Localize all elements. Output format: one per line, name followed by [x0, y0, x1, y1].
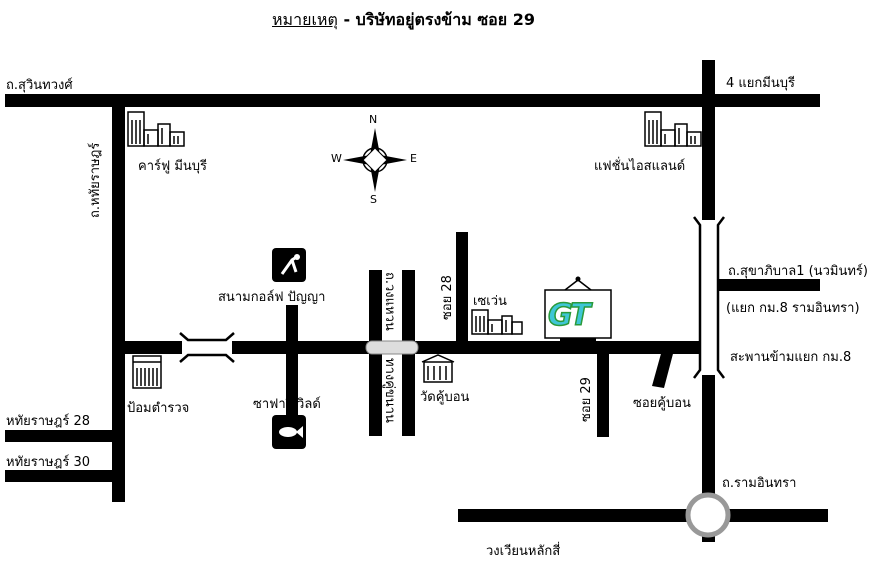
compass-s: S — [370, 193, 377, 206]
safari-fish-icon — [272, 415, 306, 449]
golf-icon — [272, 248, 306, 282]
road-soi-khubon — [652, 350, 674, 388]
label-lak-si-circle: วงเวียนหลักสี่ — [486, 544, 561, 559]
road-soi-28 — [456, 232, 468, 347]
label-soi-29: ซอย 29 — [579, 377, 594, 422]
label-ramintra: ถ.รามอินทรา — [722, 476, 797, 491]
bridge-icon — [179, 332, 235, 363]
label-km8-bridge: สะพานข้ามแยก กม.8 — [730, 350, 852, 365]
label-carrefour: คาร์ฟู มีนบุรี — [138, 159, 208, 174]
label-hathairat-30: หทัยราษฎร์ 30 — [6, 455, 90, 470]
road-hathairat-28 — [5, 430, 118, 442]
label-safari: ซาฟารีเวิลด์ — [253, 397, 321, 412]
overpass-icon — [365, 340, 419, 355]
label-fashion-island: แฟชั่นไอสแลนด์ — [594, 159, 686, 174]
label-wat-khubon: วัดคู้บอน — [420, 390, 470, 405]
company-logo: GT — [547, 297, 591, 334]
police-box-icon — [132, 355, 162, 389]
label-km8-junction: (แยก กม.8 รามอินทรา) — [726, 301, 860, 316]
label-soi-28: ซอย 28 — [440, 275, 455, 320]
label-seven: เซเว่น — [473, 294, 507, 309]
label-hathairat-28: หทัยราษฎร์ 28 — [6, 414, 90, 429]
label-sukhaphiban1: ถ.สุขาภิบาล1 (นวมินทร์) — [728, 264, 868, 279]
fashion-island-building-icon — [644, 111, 702, 147]
label-golf: สนามกอล์ฟ ปัญญา — [218, 290, 326, 305]
road-soi-29 — [597, 347, 609, 437]
road-ramintra — [458, 509, 828, 522]
temple-icon — [421, 354, 455, 383]
label-parallel-road: ทางคู่ขนาน — [382, 358, 397, 423]
road-hathairat-30 — [5, 470, 118, 482]
map-title: หมายเหตุ - บริษัทอยู่ตรงข้าม ซอย 29 — [272, 8, 535, 33]
roundabout-icon — [685, 492, 731, 538]
road-golf — [286, 305, 298, 435]
road-suwinthawong — [5, 94, 820, 107]
label-yaek-minburi: 4 แยกมีนบุรี — [726, 76, 795, 91]
compass-e: E — [410, 152, 417, 165]
label-hathairat: ถ.หทัยราษฎร์ — [88, 142, 103, 218]
label-wongwaen: ถ.วงแหวน — [382, 272, 397, 331]
title-text: บริษัทอยู่ตรงข้าม ซอย 29 — [355, 10, 535, 29]
road-sukhaphiban1 — [708, 279, 820, 291]
road-hathairat — [112, 100, 125, 502]
label-soi-khubon: ซอยคู้บอน — [633, 396, 691, 411]
title-separator: - — [343, 10, 351, 29]
compass-icon — [343, 128, 407, 192]
label-police: ป้อมตำรวจ — [127, 401, 190, 416]
km8-bridge-icon — [693, 216, 725, 379]
compass-w: W — [331, 152, 342, 165]
carrefour-building-icon — [127, 111, 185, 147]
note-label: หมายเหตุ — [272, 10, 338, 29]
label-suwinthawong: ถ.สุวินทวงศ์ — [6, 78, 73, 93]
company-sign — [544, 276, 612, 342]
seven-eleven-building-icon — [471, 309, 523, 335]
compass-n: N — [369, 113, 378, 126]
